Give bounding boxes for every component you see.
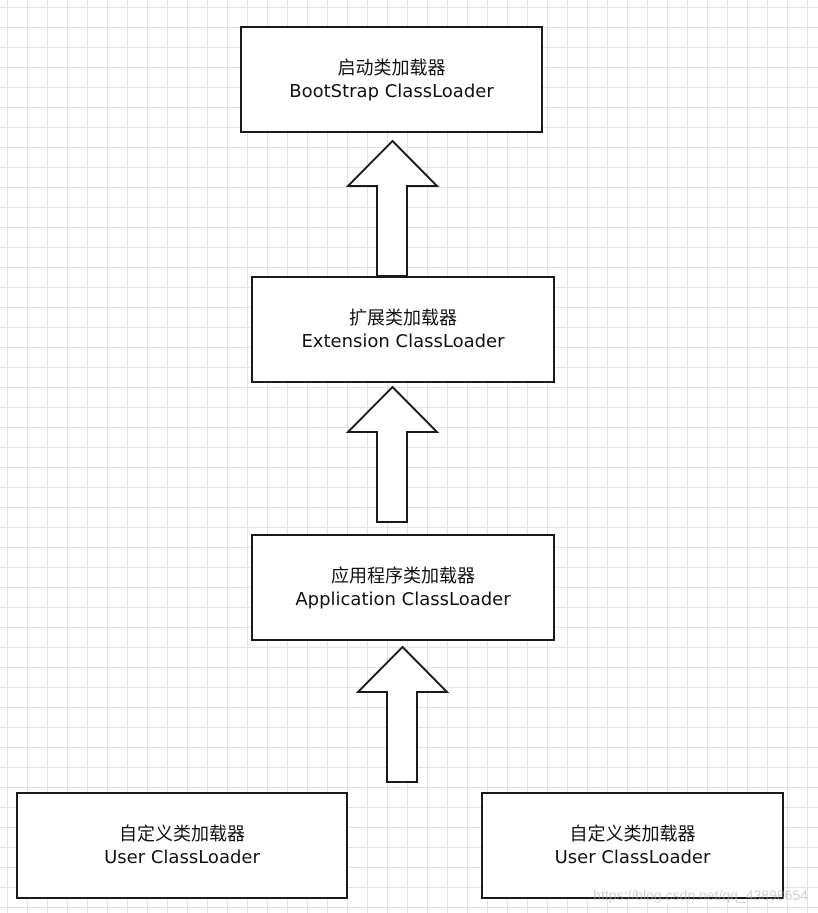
arrow-extension-to-bootstrap (345, 139, 440, 277)
extension-classloader-title-cn: 扩展类加载器 (349, 307, 457, 329)
extension-classloader-box: 扩展类加载器 Extension ClassLoader (251, 276, 555, 383)
user-classloader-right-title-en: User ClassLoader (554, 846, 711, 868)
user-classloader-right-title-cn: 自定义类加载器 (569, 823, 696, 845)
application-classloader-box: 应用程序类加载器 Application ClassLoader (251, 534, 555, 641)
user-classloader-box-left: 自定义类加载器 User ClassLoader (16, 792, 348, 899)
application-classloader-title-cn: 应用程序类加载器 (331, 565, 475, 587)
user-classloader-box-right: 自定义类加载器 User ClassLoader (481, 792, 784, 899)
arrow-application-to-extension (345, 385, 440, 523)
bootstrap-classloader-title-en: BootStrap ClassLoader (289, 80, 494, 102)
user-classloader-left-title-cn: 自定义类加载器 (119, 823, 245, 845)
application-classloader-title-en: Application ClassLoader (295, 588, 511, 610)
user-classloader-left-title-en: User ClassLoader (104, 846, 260, 868)
watermark-text: https://blog.csdn.net/qq_43898654 (593, 887, 808, 903)
extension-classloader-title-en: Extension ClassLoader (301, 330, 505, 352)
bootstrap-classloader-title-cn: 启动类加载器 (337, 57, 446, 79)
arrow-user-to-application (355, 645, 450, 783)
bootstrap-classloader-box: 启动类加载器 BootStrap ClassLoader (240, 26, 543, 133)
